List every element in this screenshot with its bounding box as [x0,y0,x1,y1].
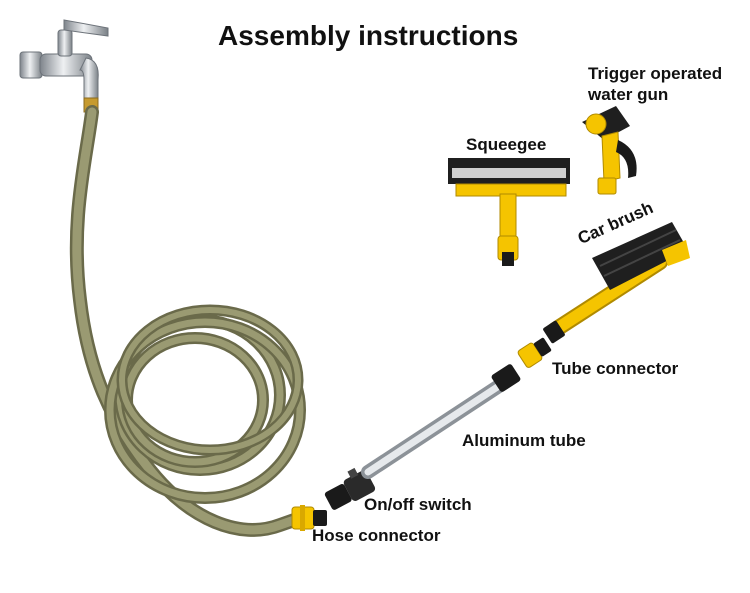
label-squeegee: Squeegee [466,135,547,154]
squeegee-icon [448,158,570,266]
tube-connector-part [517,337,552,368]
aluminum-pole [361,364,521,479]
label-trigger-water-gun: Trigger operated water gun [588,63,722,105]
label-aluminum-tube: Aluminum tube [462,431,586,450]
label-on-off-switch: On/off switch [364,495,472,514]
faucet-icon [19,19,109,113]
label-tube-connector: Tube connector [552,359,679,378]
hose-connector-part [291,505,327,531]
car-brush-icon [543,222,690,344]
label-hose-connector: Hose connector [312,526,441,545]
page-title: Assembly instructions [218,20,519,51]
label-trigger-line1: Trigger operated [588,64,723,83]
garden-hose [69,105,307,537]
spray-gun-icon [582,106,637,195]
label-trigger-line2: water gun [588,85,669,104]
